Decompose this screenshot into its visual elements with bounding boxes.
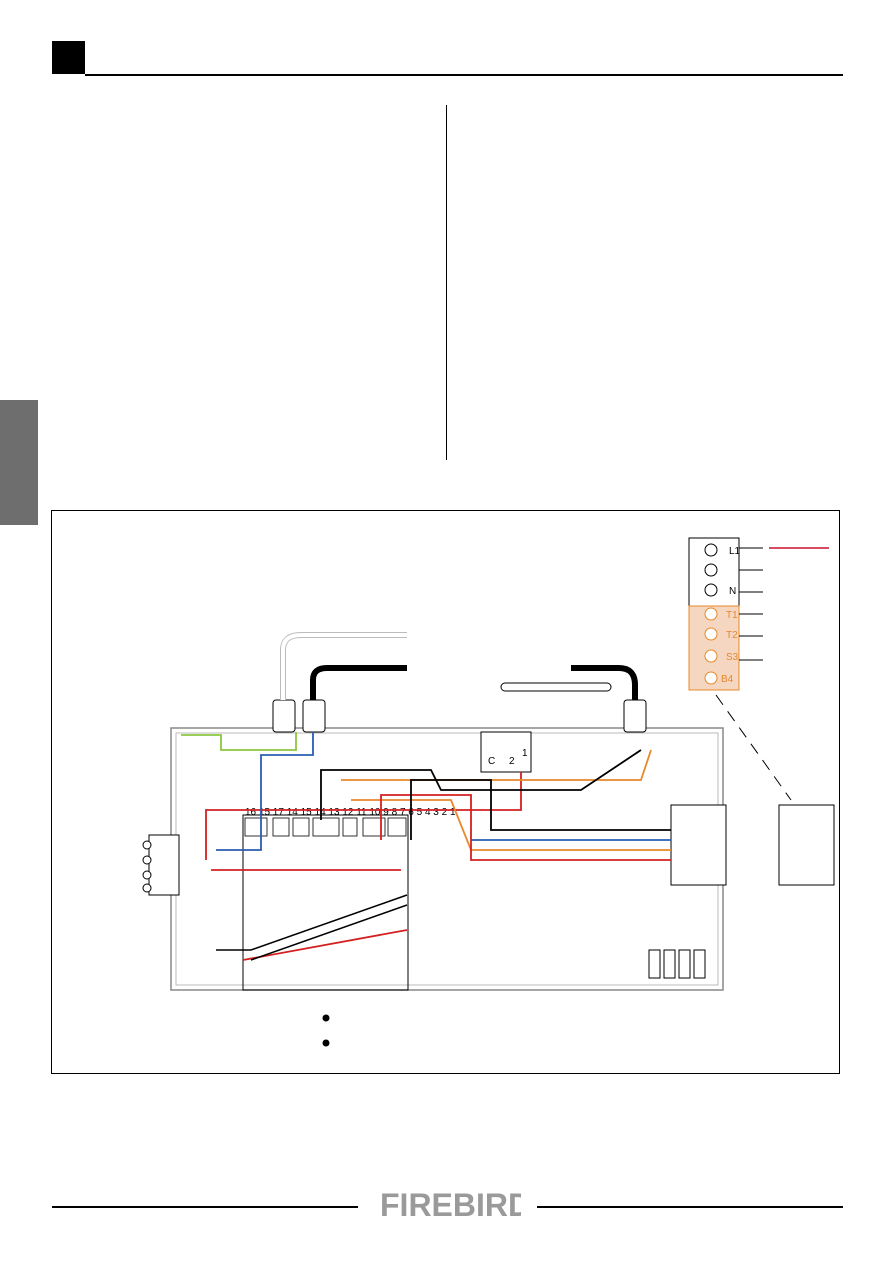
sensor-cable — [571, 665, 638, 700]
controller-terminals — [244, 817, 407, 837]
controller-terminal-numbers: 16 15 17 14 15 14 13 12 11 10 9 8 7 6 5 … — [245, 807, 456, 818]
pump-cable — [310, 665, 407, 700]
sensor-probe — [500, 682, 612, 692]
terminal-label-t1: T1 — [726, 610, 738, 621]
terminal-label-t2: T2 — [726, 630, 738, 641]
right-connector-b — [778, 804, 835, 886]
side-tab — [0, 400, 38, 525]
control-box-outline — [170, 727, 724, 991]
wiring-diagram-frame — [51, 510, 840, 1074]
thermostat-terminal-2: 2 — [509, 756, 515, 767]
thermostat-terminal-c: C — [488, 756, 495, 767]
wiring-diagram: 16 15 17 14 15 14 13 12 11 10 9 8 7 6 5 … — [142, 537, 835, 1047]
header-rule — [85, 74, 843, 76]
left-plug-connector — [148, 834, 180, 896]
cable-glands — [272, 699, 647, 733]
terminal-label-l1: L1 — [729, 546, 741, 557]
crimp-connectors — [648, 949, 706, 979]
firebird-logo: FIREBIRD — [380, 1187, 521, 1223]
thermostat-terminal-1: 1 — [522, 748, 528, 759]
footer-rule-left — [52, 1206, 358, 1208]
terminal-label-n: N — [729, 586, 736, 597]
indicator-led-1 — [322, 1014, 330, 1022]
neutral-wire — [216, 732, 314, 851]
terminal-label-s3: S3 — [726, 652, 739, 663]
footer-rule-right — [537, 1206, 843, 1208]
earth-wire — [181, 732, 297, 751]
terminal-label-b4: B4 — [721, 674, 734, 685]
section-marker — [52, 41, 85, 74]
logo-text: FIREBIRD — [380, 1187, 521, 1223]
right-connector-a — [670, 804, 727, 886]
controller-board — [242, 814, 409, 991]
indicator-led-2 — [322, 1039, 330, 1047]
column-divider — [446, 105, 447, 460]
thermostat — [480, 731, 532, 773]
live-wire — [205, 772, 522, 860]
